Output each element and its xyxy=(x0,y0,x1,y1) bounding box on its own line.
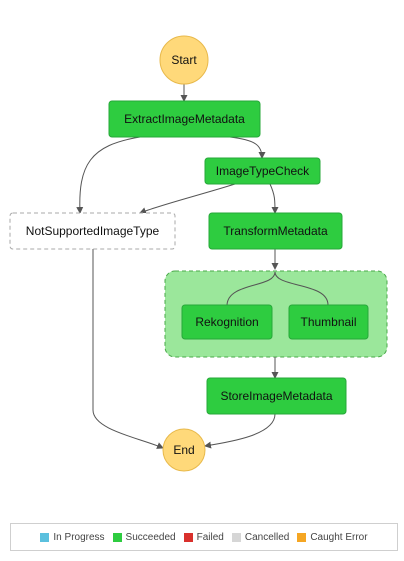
start-node[interactable]: Start xyxy=(159,35,209,85)
legend-label: Cancelled xyxy=(244,531,290,543)
end-label: End xyxy=(173,443,194,457)
failed-swatch-icon xyxy=(183,532,193,542)
image-type-check-label: ImageTypeCheck xyxy=(216,164,310,178)
image-type-check-node[interactable]: ImageTypeCheck xyxy=(204,157,321,185)
thumbnail-label: Thumbnail xyxy=(300,315,356,329)
edge-parallel-fork-left xyxy=(226,271,276,306)
extract-image-metadata-node[interactable]: ExtractImageMetadata xyxy=(108,100,261,138)
cancelled-swatch-icon xyxy=(231,532,241,542)
legend-item-failed: Failed xyxy=(183,531,224,543)
legend-item-in-progress: In Progress xyxy=(40,531,105,543)
rekognition-label: Rekognition xyxy=(195,315,258,329)
start-label: Start xyxy=(171,53,197,67)
transform-metadata-node[interactable]: TransformMetadata xyxy=(208,212,343,250)
legend-label: Failed xyxy=(196,531,224,543)
edge-check-transform xyxy=(269,183,279,214)
rekognition-node[interactable]: Rekognition xyxy=(181,304,273,340)
edges xyxy=(76,84,329,449)
edge-notsupported-end xyxy=(92,249,164,449)
store-image-metadata-label: StoreImageMetadata xyxy=(220,389,332,403)
caught-error-swatch-icon xyxy=(297,532,307,542)
legend-item-caught-error: Caught Error xyxy=(297,531,368,543)
state-machine-graph: Start ExtractImageMetadata ImageTypeChec… xyxy=(9,35,388,472)
edge-check-notsupported xyxy=(139,183,236,215)
edge-store-end xyxy=(204,413,276,449)
status-legend: In Progress Succeeded Failed Cancelled C… xyxy=(10,523,398,551)
legend-item-succeeded: Succeeded xyxy=(112,531,176,543)
succeeded-swatch-icon xyxy=(112,532,122,542)
legend-label: In Progress xyxy=(53,531,105,543)
end-node[interactable]: End xyxy=(162,428,206,472)
edge-extract-check xyxy=(229,136,266,159)
thumbnail-node[interactable]: Thumbnail xyxy=(288,304,369,340)
transform-metadata-label: TransformMetadata xyxy=(223,224,328,238)
legend-label: Succeeded xyxy=(125,531,176,543)
edge-parallel-fork-right xyxy=(274,271,329,306)
legend-item-cancelled: Cancelled xyxy=(231,531,290,543)
in-progress-swatch-icon xyxy=(40,532,50,542)
edge-extract-notsupported xyxy=(76,136,141,214)
not-supported-image-type-node[interactable]: NotSupportedImageType xyxy=(9,212,176,250)
legend-label: Caught Error xyxy=(310,531,368,543)
not-supported-image-type-label: NotSupportedImageType xyxy=(26,224,160,238)
extract-image-metadata-label: ExtractImageMetadata xyxy=(124,112,245,126)
store-image-metadata-node[interactable]: StoreImageMetadata xyxy=(206,377,347,415)
